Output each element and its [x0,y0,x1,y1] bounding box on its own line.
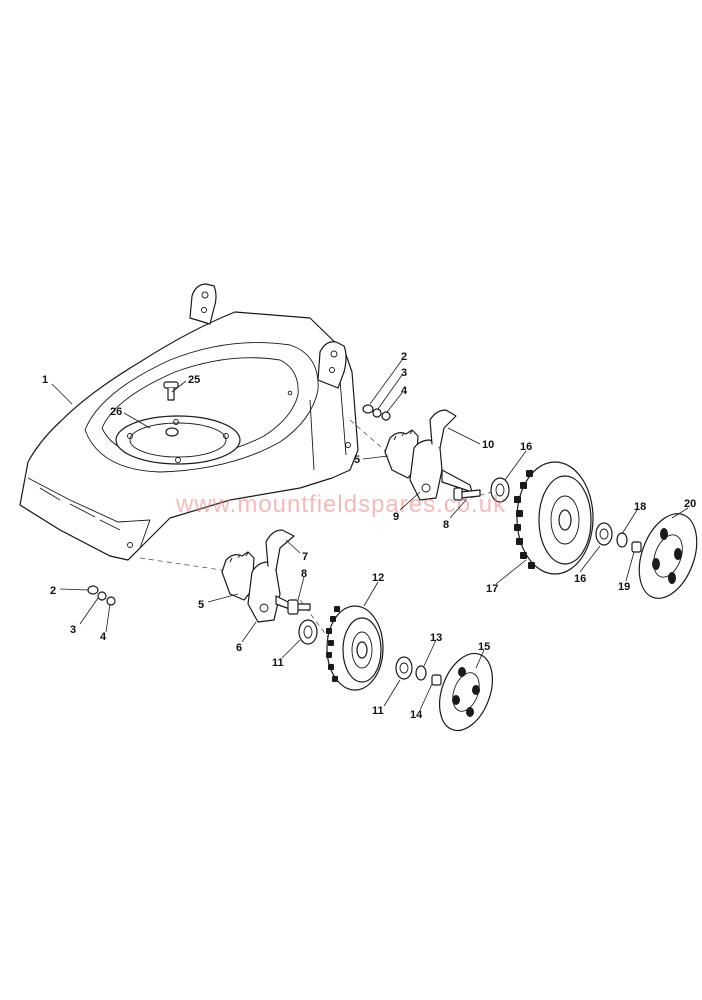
nut-14 [431,674,442,686]
callout-4-front: 4 [100,631,107,643]
rear-height-adjuster [384,409,473,501]
callout-10: 10 [482,439,494,451]
callout-19: 19 [618,581,630,593]
callout-18: 18 [634,501,646,513]
nut-19 [631,541,642,553]
callout-11-front-outer: 11 [372,705,384,717]
callout-11-front-inner: 11 [272,657,284,669]
bolt-8-front [287,599,311,615]
callout-25: 25 [188,374,200,386]
nut-26 [165,427,179,437]
callout-8-front: 8 [301,568,307,580]
callout-7: 7 [302,551,308,563]
washer-13 [415,665,427,681]
callout-16-rear-outer: 16 [574,573,586,585]
callout-1: 1 [42,374,48,386]
alignment-lines [139,419,501,641]
wheel-12 [326,605,384,691]
wheel-17 [514,461,594,575]
front-height-adjuster [221,529,299,623]
callout-5-rear: 5 [354,454,360,466]
bearing-11-front-inner [298,619,318,645]
bearing-16-rear-outer [595,522,613,546]
hubcap-15 [439,652,493,732]
callout-3-rear: 3 [401,367,407,379]
watermark: www.mountfieldspares.co.uk [175,491,506,518]
callout-5-front: 5 [198,599,204,611]
washer-set-rear [362,404,391,421]
callout-12: 12 [372,572,384,584]
washer-set-front [87,585,116,606]
callout-17: 17 [486,583,498,595]
callout-6: 6 [236,642,242,654]
bolt-8-rear [453,487,481,501]
callout-labels: 1 25 26 2 3 4 10 16 5 9 8 17 16 18 19 20… [42,351,696,721]
screw-25 [163,381,179,401]
callout-16-rear-inner: 16 [520,441,532,453]
callout-2-rear: 2 [401,351,407,363]
callout-3-front: 3 [70,624,76,636]
callout-9: 9 [393,511,399,523]
callout-14: 14 [410,709,423,721]
callout-26: 26 [110,406,122,418]
bearing-16-rear-inner [490,477,510,503]
bearing-11-front-outer [395,656,413,680]
washer-18 [616,532,628,548]
callout-15: 15 [478,641,490,653]
callout-4-rear: 4 [401,385,408,397]
callout-8-rear: 8 [443,519,449,531]
leader-lines [51,359,689,711]
callout-13: 13 [430,632,442,644]
callout-2-front: 2 [50,585,56,597]
mower-deck [19,283,359,561]
callout-20: 20 [684,498,696,510]
hubcap-20 [638,513,698,599]
